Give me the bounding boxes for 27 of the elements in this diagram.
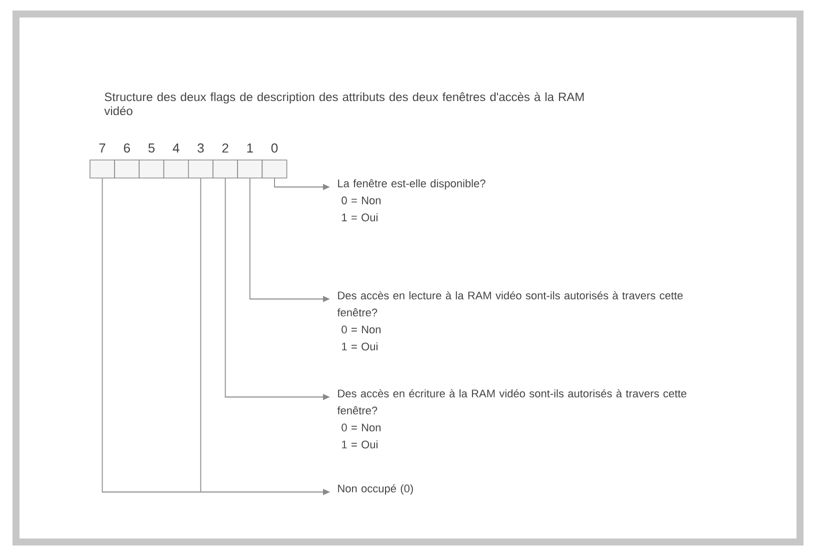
- bit-number: 4: [172, 144, 180, 152]
- question-text: Des accès en lecture à la RAM vidéo sont-ils autorisés à travers cette fenêtre?: [337, 291, 683, 316]
- bit-cell: [90, 160, 115, 178]
- bit-number: 0: [271, 143, 278, 153]
- bit-cell: [163, 160, 189, 178]
- question-text: Non occupé (0): [338, 484, 413, 495]
- bit-number: 1: [247, 144, 253, 152]
- value-text: 1 = Oui: [342, 440, 378, 448]
- value-text: 0 = Non: [342, 424, 381, 432]
- value-text: 1 = Oui: [342, 213, 378, 222]
- bit-number: 6: [124, 143, 130, 153]
- bit-cell: [262, 160, 288, 178]
- title: Structure des deux flags de description des attributs des deux fenêtres d'accès à la RAM vidéo: [104, 92, 584, 116]
- value-text: 1 = Oui: [342, 342, 378, 350]
- bit-cell: [237, 160, 263, 178]
- question-text: La fenêtre est-elle disponible?: [338, 179, 486, 190]
- bit-number: 2: [222, 143, 228, 153]
- bit-number: 3: [198, 143, 204, 153]
- bit-cell: [188, 160, 214, 178]
- value-text: 0 = Non: [342, 326, 381, 334]
- bit-number: 7: [99, 144, 106, 152]
- question-text: Des accès en écriture à la RAM vidéo sont-ils autorisés à travers cette fenêtre?: [337, 389, 686, 414]
- bit-cell: [114, 160, 140, 178]
- bit-cell: [138, 160, 164, 178]
- value-text: 0 = Non: [342, 196, 381, 204]
- bit-cell: [212, 160, 238, 178]
- bit-number: 5: [148, 143, 155, 153]
